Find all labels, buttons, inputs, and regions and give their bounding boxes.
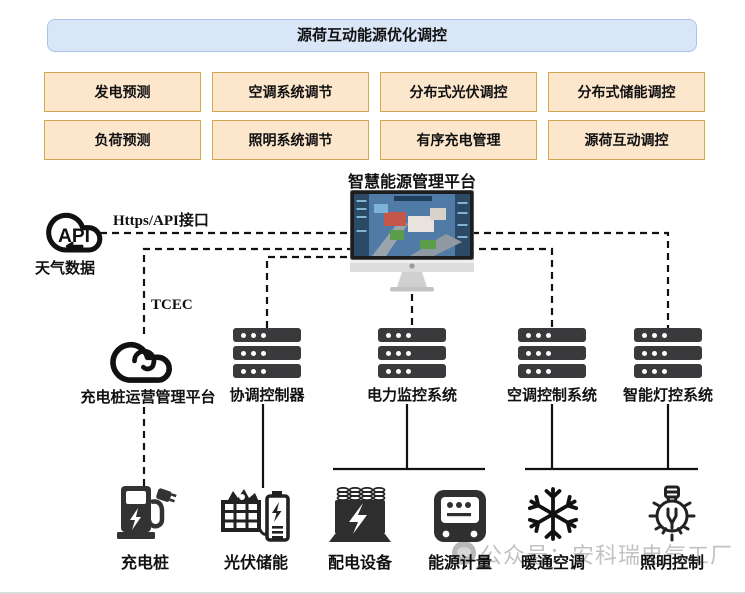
- server-icon-coordination-controller: [233, 328, 301, 378]
- device-label-power-distribution: 配电设备: [327, 555, 393, 572]
- module-distributed-storage-control: 分布式储能调控: [548, 72, 705, 112]
- server-bar: [634, 328, 702, 342]
- server-bar: [233, 364, 301, 378]
- device-label-lighting-control: 照明控制: [639, 555, 705, 572]
- light-bulb-icon: [648, 485, 696, 542]
- module-hvac-system-regulation: 空调系统调节: [212, 72, 369, 112]
- monitor-display: [350, 190, 474, 292]
- module-lighting-system-regulation: 照明系统调节: [212, 120, 369, 160]
- module-source-load-interaction: 源荷互动调控: [548, 120, 705, 160]
- server-bar: [233, 328, 301, 342]
- transformer-icon: [329, 487, 391, 542]
- pv-storage-icon: [221, 489, 290, 542]
- server-bar: [378, 364, 446, 378]
- device-label-pv-storage: 光伏储能: [223, 555, 289, 572]
- server-icon-hvac-control: [518, 328, 586, 378]
- server-bar: [378, 328, 446, 342]
- device-label-hvac: 暖通空调: [520, 555, 586, 572]
- server-bar: [518, 346, 586, 360]
- server-bar: [634, 346, 702, 360]
- tcec-protocol-label: TCEC: [151, 297, 193, 313]
- controller-label-hvac-control: 空调控制系统: [506, 387, 598, 404]
- watermark-avatar: [452, 541, 476, 565]
- controller-label-coordination: 协调控制器: [229, 387, 305, 404]
- server-bar: [518, 328, 586, 342]
- server-icon-power-monitoring: [378, 328, 446, 378]
- server-bar: [378, 346, 446, 360]
- server-bar: [518, 364, 586, 378]
- energy-meter-icon: [434, 490, 486, 542]
- device-label-energy-metering: 能源计量: [427, 555, 493, 572]
- watermark-text: 公众号：安科瑞电气工厂: [480, 543, 734, 568]
- module-distributed-pv-control: 分布式光伏调控: [380, 72, 537, 112]
- module-load-forecast: 负荷预测: [44, 120, 201, 160]
- snowflake-hvac-icon: [527, 487, 579, 541]
- server-icon-smart-lighting: [634, 328, 702, 378]
- ev-charger-icon: [117, 486, 177, 539]
- charging-platform-cloud-icon: [110, 341, 172, 383]
- device-label-ev-charger: 充电桩: [120, 555, 170, 572]
- banner-source-load-optimization: 源荷互动能源优化调控: [47, 19, 697, 52]
- https-api-interface-label: Https/API接口: [113, 213, 209, 229]
- platform-title: 智慧能源管理平台: [347, 174, 477, 191]
- server-bar: [634, 364, 702, 378]
- weather-data-label: 天气数据: [34, 260, 96, 277]
- charging-platform-label: 充电桩运营管理平台: [80, 389, 216, 406]
- controller-label-power-monitoring: 电力监控系统: [366, 387, 458, 404]
- server-bar: [233, 346, 301, 360]
- weather-api-cloud-icon: API: [46, 212, 103, 253]
- module-power-generation-forecast: 发电预测: [44, 72, 201, 112]
- module-orderly-charging-management: 有序充电管理: [380, 120, 537, 160]
- api-text: API: [58, 226, 90, 247]
- controller-label-smart-lighting: 智能灯控系统: [622, 387, 714, 404]
